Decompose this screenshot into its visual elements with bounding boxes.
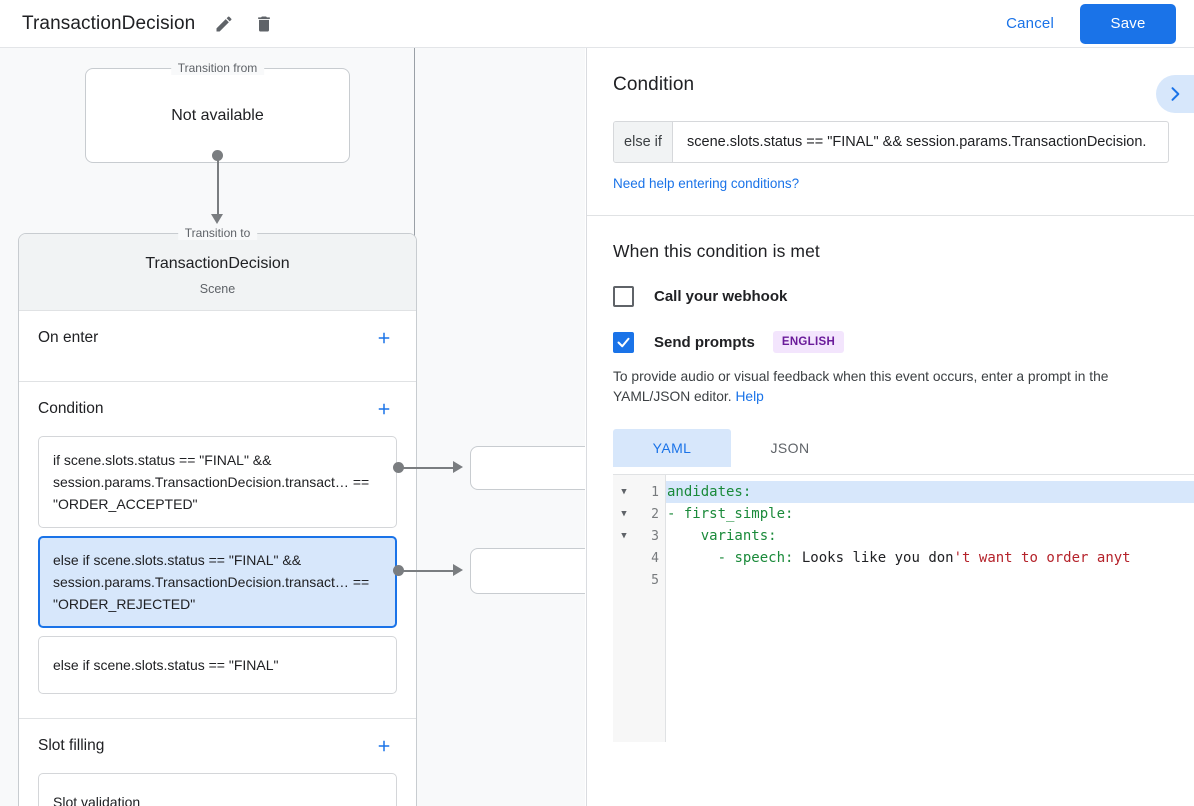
section-title-on-enter: On enter	[38, 329, 99, 346]
webhook-row[interactable]: Call your webhook	[613, 286, 1168, 307]
prompt-description: To provide audio or visual feedback when…	[613, 367, 1168, 407]
condition-target-node[interactable]	[470, 548, 585, 594]
line-number: 4	[651, 550, 659, 566]
transition-to-node[interactable]: Transition to TransactionDecision Scene …	[18, 226, 417, 806]
flow-canvas[interactable]: Transition from Not available Transition…	[0, 48, 585, 806]
section-slot-filling: Slot filling Slot validation	[19, 718, 416, 806]
transition-to-legend: Transition to	[177, 226, 258, 240]
send-prompts-checkbox[interactable]	[613, 331, 634, 353]
code-token: first_simple	[683, 506, 786, 522]
prompt-help-link[interactable]: Help	[735, 389, 764, 404]
transition-from-value: Not available	[171, 106, 264, 124]
prompt-description-text: To provide audio or visual feedback when…	[613, 369, 1109, 404]
send-prompts-row[interactable]: Send prompts ENGLISH	[613, 331, 1168, 353]
condition-connector-arrow-icon	[453, 564, 463, 576]
connector-line	[216, 155, 219, 217]
panel-body: When this condition is met Call your web…	[587, 216, 1194, 742]
condition-prefix-label: else if	[614, 122, 673, 162]
line-number: 2	[651, 506, 659, 522]
fold-triangle-icon[interactable]: ▼	[621, 509, 627, 519]
gutter-row: 5	[613, 569, 665, 591]
scene-type: Scene	[199, 282, 236, 296]
cancel-button[interactable]: Cancel	[992, 7, 1068, 40]
code-token: :	[742, 484, 752, 500]
send-prompts-label: Send prompts	[654, 333, 755, 351]
chevron-right-icon[interactable]	[1156, 75, 1194, 113]
panel-header: Condition else if Need help entering con…	[587, 48, 1194, 215]
code-line[interactable]: - speech: Looks like you don't want to o…	[666, 547, 1194, 569]
section-header: Condition	[38, 382, 397, 436]
code-token: :	[785, 506, 794, 522]
panel-title: Condition	[613, 74, 695, 95]
code-line[interactable]	[666, 569, 1194, 591]
call-webhook-checkbox[interactable]	[613, 286, 634, 307]
add-on-enter-button[interactable]	[371, 325, 397, 351]
fold-triangle-icon[interactable]: ▼	[621, 531, 627, 541]
code-token: variants	[700, 528, 769, 544]
transition-from-node[interactable]: Transition from Not available	[85, 61, 350, 163]
section-title-slot-filling: Slot filling	[38, 737, 105, 754]
section-on-enter: On enter	[19, 310, 416, 381]
condition-help-link[interactable]: Need help entering conditions?	[613, 176, 800, 191]
line-number: 1	[651, 484, 659, 500]
section-condition: Condition if scene.slots.status == "FINA…	[19, 381, 416, 718]
page-title: TransactionDecision	[22, 12, 196, 34]
transition-from-legend: Transition from	[170, 61, 265, 75]
call-webhook-label: Call your webhook	[654, 288, 788, 305]
code-token: Looks like you don	[793, 550, 954, 566]
gutter-row: ▼3	[613, 525, 665, 547]
condition-connector-arrow-icon	[453, 461, 463, 473]
code-token: andidates	[667, 484, 743, 500]
line-number: 3	[651, 528, 659, 544]
condition-connector-dot	[393, 462, 404, 473]
condition-connector-line	[403, 467, 455, 469]
section-header: Slot filling	[38, 719, 397, 773]
scene-card-header: TransactionDecision Scene	[19, 234, 416, 310]
when-condition-met-title: When this condition is met	[613, 241, 820, 261]
condition-connector-line	[403, 570, 455, 572]
condition-input[interactable]	[673, 122, 1168, 162]
code-token: -	[667, 506, 684, 522]
section-title-condition: Condition	[38, 400, 104, 417]
condition-field[interactable]: else if	[613, 121, 1169, 163]
app-header: TransactionDecision Cancel Save	[0, 0, 1194, 48]
condition-target-node[interactable]	[470, 446, 585, 490]
pencil-icon[interactable]	[209, 9, 239, 39]
line-number: 5	[651, 572, 659, 588]
fold-triangle-icon[interactable]: ▼	[621, 487, 627, 497]
language-badge: ENGLISH	[772, 331, 845, 353]
code-token: 't want to order anyt	[953, 550, 1131, 566]
condition-connector-dot	[393, 565, 404, 576]
editor-tabs: YAML JSON	[613, 429, 1168, 467]
tab-json[interactable]: JSON	[770, 440, 810, 456]
code-line[interactable]: variants:	[666, 525, 1194, 547]
scene-name: TransactionDecision	[145, 255, 290, 272]
gutter-row: 4	[613, 547, 665, 569]
condition-item-selected[interactable]: else if scene.slots.status == "FINAL" &&…	[38, 536, 397, 628]
condition-detail-panel: Condition else if Need help entering con…	[586, 48, 1194, 806]
add-slot-filling-button[interactable]	[371, 733, 397, 759]
code-token: :	[785, 550, 794, 566]
gutter-row: ▼1	[613, 481, 665, 503]
slot-validation-item[interactable]: Slot validation	[38, 773, 397, 806]
code-token	[667, 528, 701, 544]
condition-item[interactable]: else if scene.slots.status == "FINAL"	[38, 636, 397, 694]
save-button[interactable]: Save	[1080, 3, 1176, 44]
trash-icon[interactable]	[249, 9, 279, 39]
gutter-row: ▼2	[613, 503, 665, 525]
section-header: On enter	[38, 311, 397, 365]
code-line[interactable]: - first_simple:	[666, 503, 1194, 525]
code-token: :	[768, 528, 777, 544]
add-condition-button[interactable]	[371, 396, 397, 422]
editor-code-area[interactable]: andidates:- first_simple: variants: - sp…	[666, 475, 1194, 742]
panel-divider	[587, 215, 1194, 216]
condition-item[interactable]: if scene.slots.status == "FINAL" && sess…	[38, 436, 397, 528]
code-token: speech	[734, 550, 786, 566]
tab-yaml[interactable]: YAML	[613, 429, 731, 467]
code-line[interactable]: andidates:	[666, 481, 1194, 503]
connector-arrow-icon	[211, 214, 223, 224]
code-token: -	[667, 550, 735, 566]
